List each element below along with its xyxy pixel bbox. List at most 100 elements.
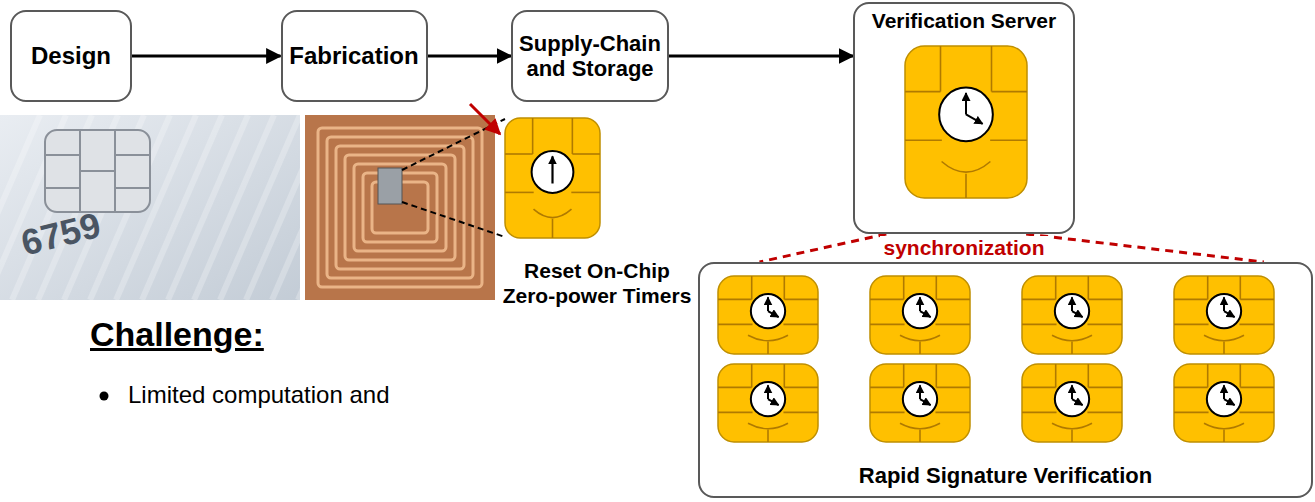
- dashed-line: [1026, 234, 1264, 262]
- drawn-line: [1207, 364, 1209, 387]
- drawn-line: [1239, 412, 1274, 414]
- arrow-line: [669, 55, 853, 58]
- drawn-line: [940, 46, 942, 92]
- rfid-tag-photo: [305, 115, 505, 300]
- chip-icon: [870, 276, 970, 354]
- flow-arrow: [669, 56, 853, 57]
- drawn-line: [1072, 399, 1083, 405]
- node-text: Rapid Signature Verification: [700, 463, 1311, 488]
- drawn-line: [751, 276, 753, 299]
- drawn-line: [784, 387, 818, 389]
- process-box: Fabrication: [281, 10, 428, 102]
- drawn-line: [1022, 387, 1056, 389]
- drawn-line: [551, 156, 553, 183]
- process-box: Design: [10, 10, 132, 102]
- drawn-line: [783, 324, 818, 326]
- drawn-line: [1240, 387, 1274, 389]
- drawn-line: [870, 299, 904, 301]
- drawn-line: [505, 153, 533, 155]
- drawn-line: [966, 114, 983, 123]
- drawn-line: [767, 430, 769, 442]
- drawn-line: [1087, 324, 1122, 326]
- arrow-line: [428, 55, 512, 58]
- drawn-line: [936, 276, 938, 299]
- drawn-line: [936, 364, 938, 387]
- drawn-line: [1088, 387, 1122, 389]
- drawn-line: [1071, 297, 1073, 311]
- drawn-line: [905, 91, 941, 93]
- drawn-line: [402, 202, 505, 237]
- drawn-line: [1087, 412, 1122, 414]
- drawn-line: [1240, 364, 1242, 387]
- drawn-line: [936, 299, 970, 301]
- drawn-line: [920, 399, 931, 405]
- drawn-line: [905, 139, 942, 141]
- node-text: Verification Server: [855, 9, 1073, 33]
- drawn-line: [1088, 276, 1090, 299]
- drawn-line: [919, 385, 921, 399]
- drawn-line: [965, 93, 967, 114]
- drawn-line: [1071, 385, 1073, 399]
- drawn-line: [936, 387, 970, 389]
- drawn-line: [1174, 387, 1208, 389]
- chip-icon: [718, 364, 818, 442]
- drawn-line: [870, 387, 904, 389]
- node-text: Design: [31, 42, 111, 70]
- drawn-line: [1071, 342, 1073, 354]
- drawn-line: [965, 174, 967, 198]
- drawn-line: [935, 324, 970, 326]
- process-box: Supply-Chain and Storage: [511, 10, 669, 102]
- drawn-line: [783, 412, 818, 414]
- section-heading: Challenge:: [90, 314, 330, 355]
- drawn-line: [767, 297, 769, 311]
- chip-icon: [905, 46, 1027, 198]
- drawn-line: [920, 311, 931, 317]
- group-box: Rapid Signature Verification: [698, 262, 1313, 498]
- drawn-line: [1223, 297, 1225, 311]
- drawn-line: [532, 118, 534, 154]
- drawn-line: [1088, 364, 1090, 387]
- sync-connector: [760, 234, 1264, 262]
- drawn-line: [1224, 399, 1235, 405]
- drawn-line: [718, 412, 753, 414]
- drawn-line: [1088, 299, 1122, 301]
- chip-icon: [505, 118, 600, 238]
- caption-text: Reset On-Chip Zero-power Timers: [497, 258, 697, 308]
- flow-arrow: [132, 56, 281, 57]
- drawn-line: [552, 219, 554, 238]
- drawn-line: [1022, 324, 1057, 326]
- drawn-line: [1055, 364, 1057, 387]
- drawn-line: [1055, 276, 1057, 299]
- drawn-line: [784, 299, 818, 301]
- flow-arrow: [428, 56, 512, 57]
- drawn-line: [505, 192, 534, 194]
- drawn-line: [1240, 276, 1242, 299]
- bullet-dot: [100, 392, 109, 401]
- arrow-line: [132, 55, 281, 58]
- drawn-line: [767, 342, 769, 354]
- drawn-line: [990, 139, 1027, 141]
- drawn-line: [935, 412, 970, 414]
- drawn-line: [1071, 430, 1073, 442]
- chip-icon: [1022, 364, 1122, 442]
- drawn-line: [767, 385, 769, 399]
- drawn-line: [470, 104, 500, 134]
- drawn-line: [919, 342, 921, 354]
- drawn-line: [1022, 299, 1056, 301]
- drawn-line: [784, 364, 786, 387]
- connector-label: synchronization: [880, 236, 1047, 259]
- drawn-line: [1174, 412, 1209, 414]
- chip-icon: [1174, 364, 1274, 442]
- chip-icon: [1174, 276, 1274, 354]
- drawn-line: [903, 276, 905, 299]
- chip-icon: [1022, 276, 1122, 354]
- drawn-line: [1223, 430, 1225, 442]
- bullet-text: Limited computation and: [128, 381, 458, 410]
- drawn-line: [718, 387, 752, 389]
- drawn-line: [991, 91, 1027, 93]
- chip-icon: [870, 364, 970, 442]
- drawn-line: [571, 192, 600, 194]
